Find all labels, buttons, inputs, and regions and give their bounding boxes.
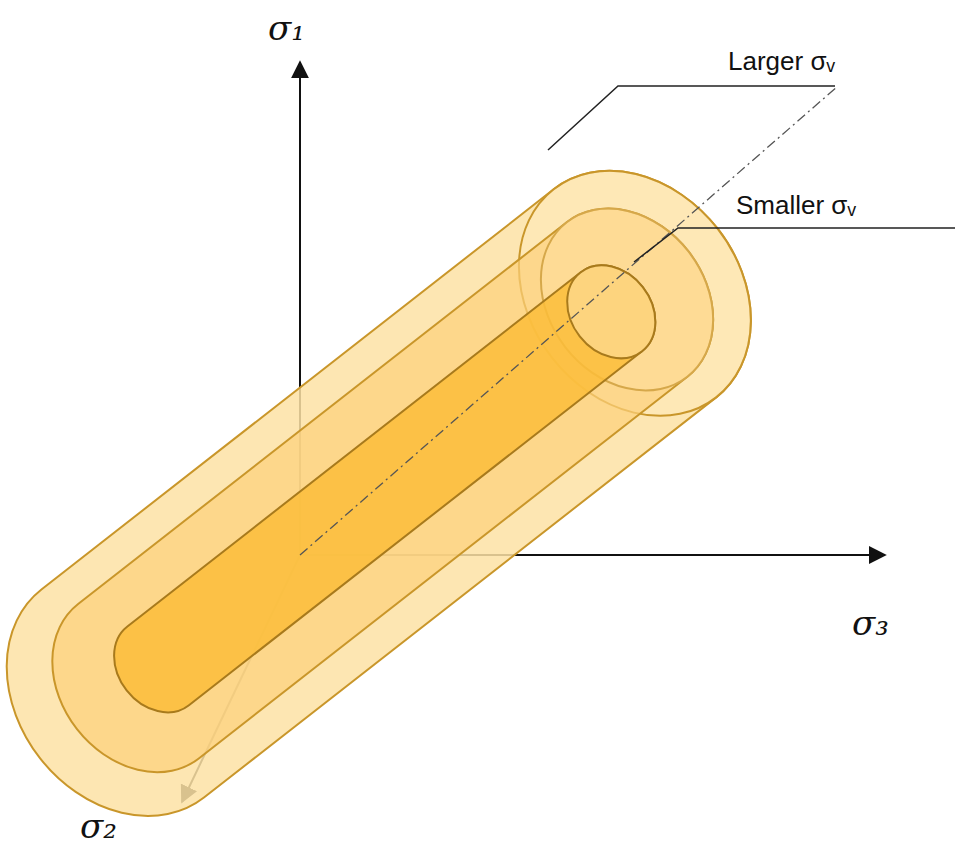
axis-label: σ₁ bbox=[268, 10, 305, 47]
callout-label: Smaller σᵥ bbox=[736, 191, 856, 220]
hydrostatic-axis bbox=[300, 86, 838, 555]
axis-label: σ₂ bbox=[80, 808, 117, 845]
middle-cylinder bbox=[17, 174, 749, 806]
callout-label: Larger σᵥ bbox=[728, 47, 835, 76]
yield-cylinders bbox=[0, 125, 799, 849]
leader-lines bbox=[548, 86, 955, 262]
outer-cylinder bbox=[0, 125, 799, 849]
axis-label: σ₃ bbox=[852, 605, 889, 642]
inner-cylinder bbox=[96, 248, 674, 730]
